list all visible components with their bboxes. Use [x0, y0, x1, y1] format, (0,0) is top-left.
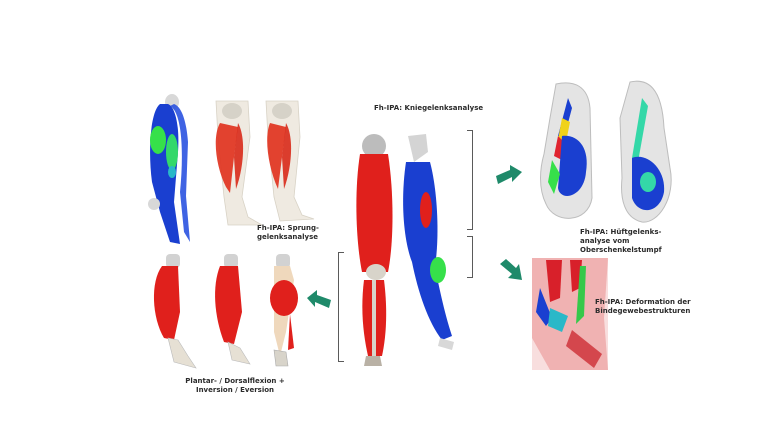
lower-leg-red-1 [153, 254, 197, 369]
bracket-right-lower [467, 236, 473, 278]
lower-leg-red-3 [270, 254, 298, 367]
lower-leg-red-translucent-2 [265, 100, 315, 222]
bindegewebe-label: Fh-IPA: Deformation der Bindegewebestruk… [595, 298, 691, 315]
bracket-left [338, 252, 344, 362]
full-leg-blue-strain-model [403, 134, 454, 350]
full-leg-red-muscle-model [356, 134, 393, 366]
lower-leg-red-2 [215, 254, 251, 365]
plantar-group [148, 252, 308, 372]
sprunggelenk-label: Fh-IPA: Sprung- gelenksanalyse [257, 224, 319, 241]
plantar-label: Plantar- / Dorsalflexion + Inversion / E… [185, 377, 285, 394]
hip-stump-model-2 [619, 80, 672, 223]
bracket-right-upper [467, 130, 473, 230]
arrow-to-bindegewebe-icon [500, 259, 522, 280]
lower-leg-red-translucent-1 [215, 100, 264, 226]
arrow-to-hueftgelenk-icon [496, 165, 522, 184]
center-title: Fh-IPA: Kniegelenksanalyse [374, 104, 484, 112]
hueftgelenk-group [534, 78, 714, 228]
knee-connective-tissue-model [532, 258, 608, 370]
hueftgelenk-label: Fh-IPA: Hüftgelenks- analyse vom Obersch… [580, 228, 662, 254]
hip-stump-model-1 [540, 82, 593, 219]
arrow-to-plantar-icon [307, 290, 331, 308]
sprunggelenk-group [140, 92, 340, 252]
lower-leg-blue-green-model [148, 94, 190, 244]
